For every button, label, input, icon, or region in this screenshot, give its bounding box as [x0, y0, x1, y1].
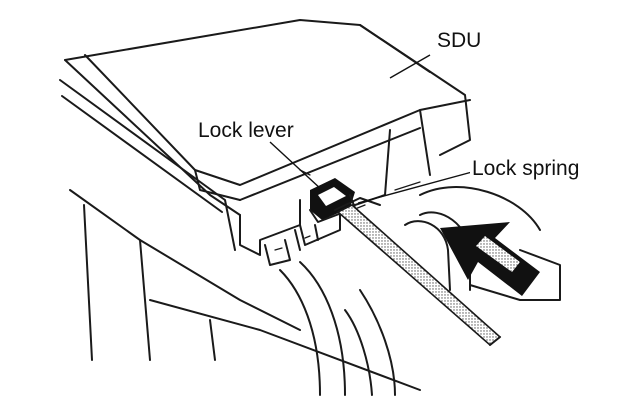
lock-spring-leader-line — [357, 171, 473, 204]
lock-lever-leader-line — [269, 141, 323, 191]
direction-arrow — [440, 222, 540, 296]
leader-lines — [269, 54, 473, 204]
lock-spring-label: Lock spring — [470, 157, 582, 180]
sdu-leader-line — [389, 54, 431, 79]
chassis-housing — [59, 79, 561, 391]
connector-tabs — [264, 224, 319, 266]
sdu-label: SDU — [435, 29, 484, 52]
release-tool-rod — [336, 204, 502, 347]
sdu-unit — [64, 19, 471, 256]
lock-lever-label: Lock lever — [196, 119, 296, 142]
